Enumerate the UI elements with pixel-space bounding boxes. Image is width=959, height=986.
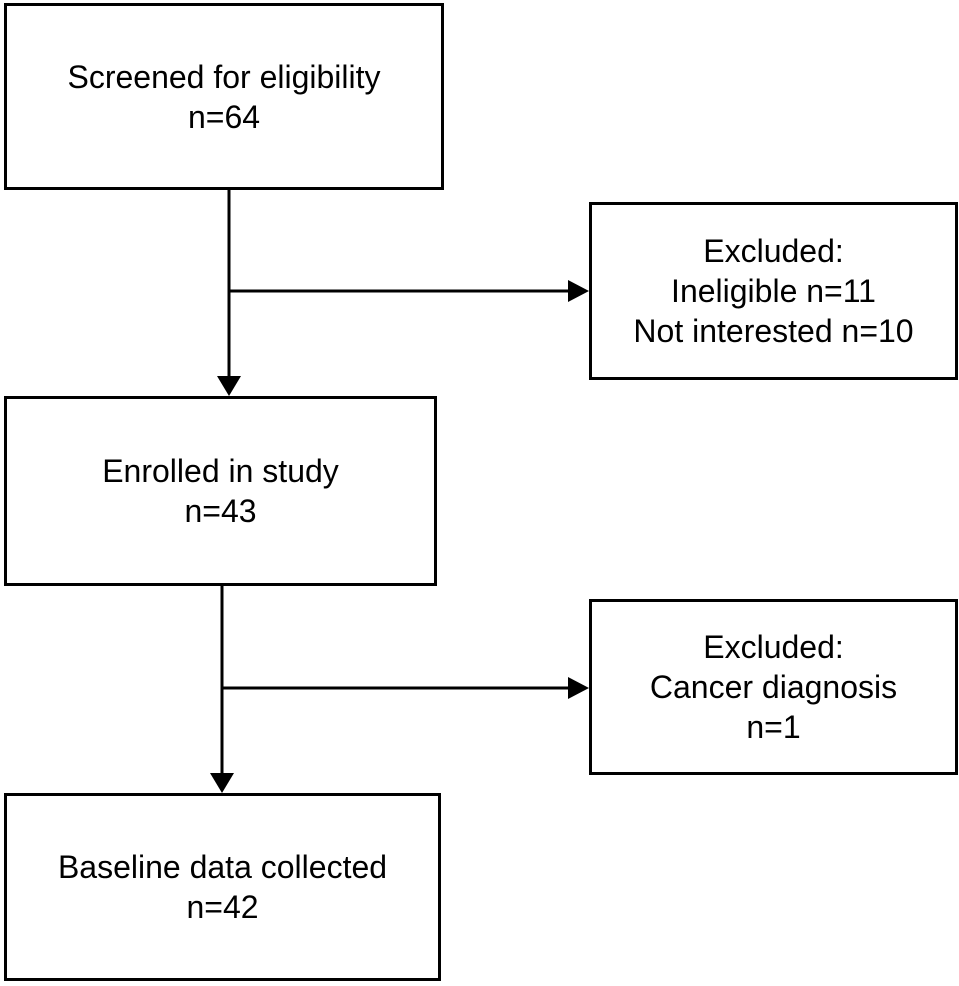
screened-title: Screened for eligibility — [67, 58, 381, 95]
screened-box: Screened for eligibility n=64 — [4, 3, 444, 190]
enrolled-box: Enrolled in study n=43 — [4, 396, 437, 586]
arrowhead-right-excluded-2 — [568, 677, 589, 699]
excluded-2-title: Excluded: — [703, 629, 844, 665]
arrowhead-down-enrolled — [217, 376, 241, 396]
excluded-1-title: Excluded: — [703, 233, 844, 269]
baseline-box: Baseline data collected n=42 — [4, 793, 441, 981]
excluded-2-reason: Cancer diagnosis — [649, 669, 898, 705]
excluded-box-1: Excluded: Ineligible n=11 Not interested… — [589, 202, 958, 380]
baseline-count: n=42 — [186, 889, 259, 925]
excluded-box-2: Excluded: Cancer diagnosis n=1 — [589, 599, 958, 775]
enrolled-title: Enrolled in study — [102, 453, 339, 489]
baseline-title: Baseline data collected — [57, 849, 388, 885]
excluded-1-not-interested: Not interested n=10 — [633, 313, 914, 349]
enrolled-count: n=43 — [184, 493, 257, 529]
arrowhead-down-baseline — [210, 773, 234, 793]
excluded-1-ineligible: Ineligible n=11 — [671, 273, 876, 309]
arrowhead-right-excluded-1 — [568, 280, 589, 302]
excluded-2-count: n=1 — [746, 709, 801, 745]
screened-count: n=64 — [187, 98, 261, 135]
